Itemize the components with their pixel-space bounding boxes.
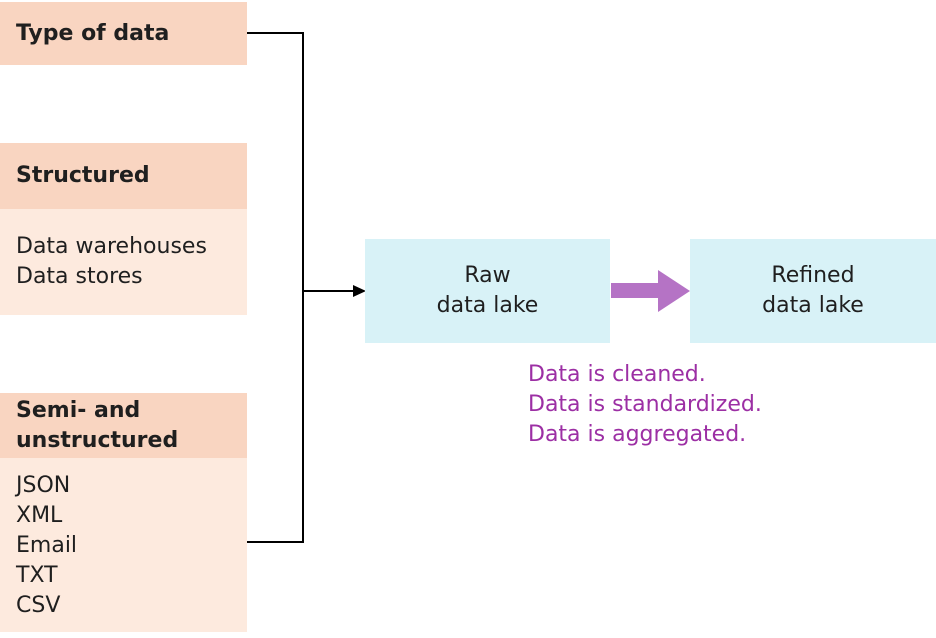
structured-header-box: Structured	[0, 143, 247, 209]
refined-data-lake-label-line: data lake	[762, 293, 864, 318]
semi-unstructured-header-box: Semi- and unstructured	[0, 393, 247, 458]
semi-unstructured-item: Email	[16, 533, 78, 558]
connector-line	[247, 32, 304, 543]
structured-items-box: Data warehouses Data stores	[0, 209, 247, 315]
refined-data-lake-box: Refined data lake	[690, 239, 936, 343]
refined-data-lake-label-line: Refined	[771, 263, 855, 288]
caption-line: Data is aggregated.	[528, 422, 747, 447]
transformation-caption: Data is cleaned. Data is standardized. D…	[528, 360, 762, 450]
raw-data-lake-label-line: data lake	[436, 293, 539, 318]
caption-line: Data is cleaned.	[528, 362, 706, 387]
caption-line: Data is standardized.	[528, 392, 762, 417]
flow-arrow-icon	[611, 270, 690, 312]
type-of-data-box: Type of data	[0, 2, 247, 65]
semi-unstructured-item: TXT	[16, 563, 58, 588]
semi-unstructured-item: XML	[16, 503, 63, 528]
type-of-data-label: Type of data	[16, 20, 170, 46]
semi-unstructured-item: JSON	[16, 473, 71, 498]
raw-data-lake-label-line: Raw	[464, 263, 511, 288]
structured-header-label: Structured	[16, 163, 150, 188]
raw-data-lake-box: Raw data lake	[365, 239, 610, 343]
semi-unstructured-item: CSV	[16, 593, 61, 618]
semi-unstructured-header-label: Semi- and unstructured	[16, 397, 179, 453]
semi-unstructured-items-box: JSON XML Email TXT CSV	[0, 458, 247, 632]
structured-item: Data warehouses	[16, 234, 207, 259]
structured-item: Data stores	[16, 264, 143, 289]
